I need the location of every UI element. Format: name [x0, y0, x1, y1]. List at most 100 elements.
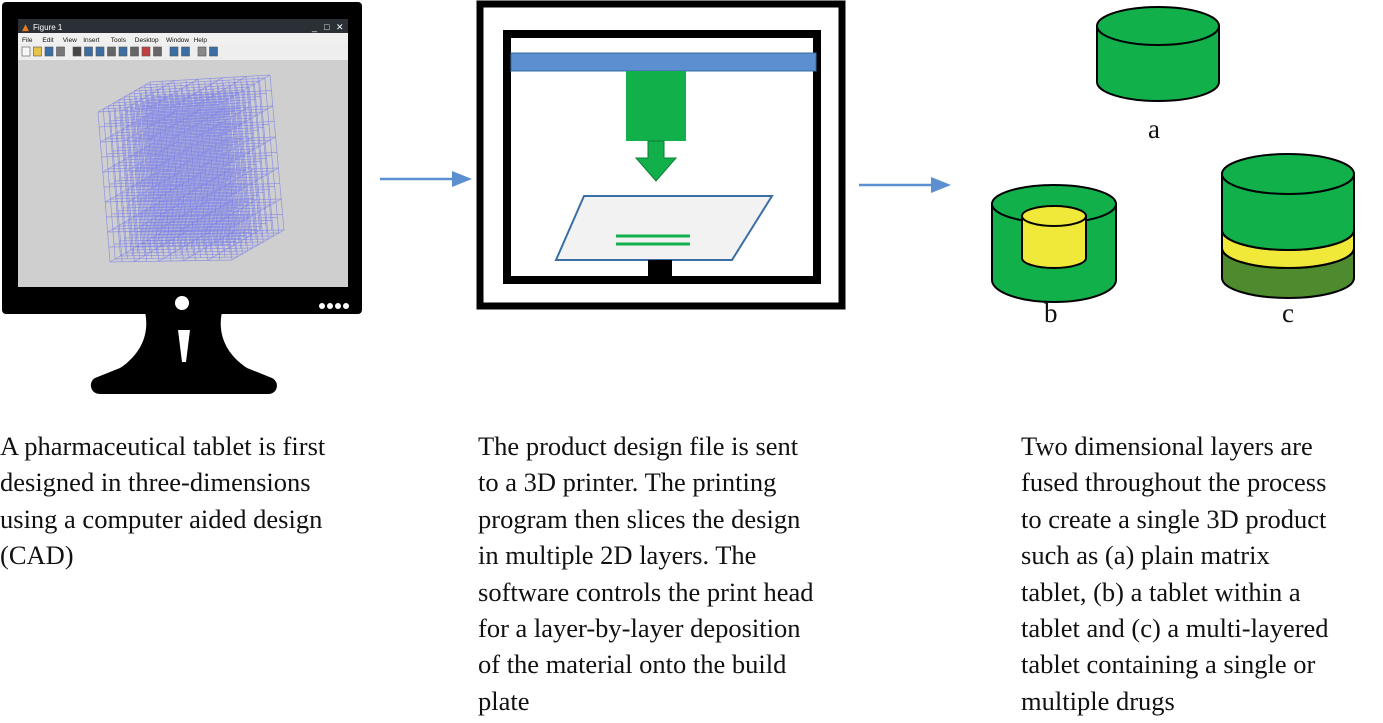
cube-grid-line [194, 87, 208, 241]
cube-grid-line [124, 110, 177, 142]
tablet-c-top-layer [1221, 173, 1355, 251]
tablet-c [1221, 153, 1355, 299]
maximize-button[interactable]: □ [324, 22, 330, 32]
cube-grid-line [188, 90, 203, 244]
cube-grid-line [228, 80, 243, 234]
cube-grid-line [154, 201, 277, 206]
tablet-b-inner-body [1021, 215, 1087, 269]
print-icon[interactable] [56, 46, 65, 57]
link-icon[interactable] [153, 46, 162, 57]
monitor-button-icon [319, 303, 325, 309]
cube-grid-line [231, 229, 285, 261]
cube-grid-line [156, 200, 209, 232]
menu-item-window[interactable]: Window [166, 37, 189, 44]
cube-grid-line [168, 102, 182, 256]
rotate-icon[interactable] [118, 46, 128, 57]
cube-grid-line [269, 74, 285, 231]
caption-step-1: A pharmaceutical tablet is first designe… [0, 431, 326, 571]
window-title-bar [18, 19, 348, 33]
cube-grid-line [145, 78, 199, 110]
tablet-b [991, 184, 1117, 303]
cube-grid-line [144, 77, 265, 86]
cube-grid-line [149, 204, 271, 209]
cube-grid-line [223, 136, 276, 168]
cube-grid-line [221, 77, 236, 231]
cube-grid-line [185, 98, 200, 252]
brush-icon[interactable] [141, 46, 151, 57]
label-a: a [1148, 114, 1160, 144]
cube-grid-line [175, 138, 228, 170]
open-folder-icon[interactable] [33, 46, 42, 57]
cube-grid-line [107, 201, 160, 233]
cube-grid-line [177, 169, 231, 200]
cube-grid-line [151, 170, 274, 176]
cube-grid-line [147, 189, 270, 194]
close-button[interactable]: ✕ [336, 22, 344, 32]
cube-grid-line [199, 137, 252, 169]
zoom-in-icon[interactable] [84, 46, 93, 57]
cube-grid-line [183, 93, 198, 247]
cube-grid-line [146, 173, 269, 179]
menu-item-help[interactable]: Help [194, 37, 208, 44]
cube-grid-line [173, 99, 187, 253]
cube-grid-line [193, 76, 247, 107]
cube-grid-line [157, 108, 172, 262]
cube-grid-line [233, 77, 248, 231]
cube-grid-line [209, 78, 224, 232]
menu-item-view[interactable]: View [63, 37, 77, 44]
colorbar-icon[interactable] [169, 46, 179, 57]
cube-grid-line [158, 183, 280, 188]
cube-grid-line [146, 238, 269, 242]
caption-step-2: The product design file is sent to a 3D … [478, 431, 814, 716]
cube-grid-line [180, 199, 233, 231]
cube-grid-line [180, 101, 194, 255]
cube-grid-line [131, 201, 185, 232]
menu-item-file[interactable]: File [22, 37, 33, 44]
cube-grid-line [153, 170, 206, 201]
cube-grid-line [158, 230, 211, 262]
monitor-button-icon [335, 303, 341, 309]
menu-bar [18, 33, 348, 44]
print-head [626, 71, 686, 141]
cube-grid-line [100, 111, 153, 143]
data-cursor-icon[interactable] [130, 46, 139, 57]
cube-grid-line [196, 106, 249, 138]
new-file-icon[interactable] [21, 46, 31, 57]
cube-grid-line [102, 141, 155, 173]
tablet-a-body [1096, 25, 1220, 102]
cube-grid-line [120, 253, 243, 257]
save-icon[interactable] [44, 46, 54, 57]
stand-highlight [178, 330, 190, 362]
plate-support [648, 260, 672, 276]
nozzle-arrow-icon [634, 140, 678, 182]
cube-grid-line [264, 77, 280, 234]
menu-items: File Edit View Insert Tools Desktop Window Help [22, 37, 207, 44]
menu-item-insert[interactable]: Insert [83, 37, 99, 44]
arrow-head-icon [931, 177, 951, 193]
cube-grid-line [252, 78, 267, 234]
build-plate [554, 195, 774, 261]
printer-frame-outer [476, 0, 846, 310]
arrow-2 [859, 177, 951, 193]
show-plot-icon[interactable] [209, 46, 218, 57]
menu-item-tools[interactable]: Tools [111, 37, 127, 44]
tablet-a-top [1096, 6, 1220, 46]
cube-grid-line [169, 77, 223, 109]
pan-icon[interactable] [107, 46, 116, 57]
menu-item-edit[interactable]: Edit [42, 37, 53, 44]
pointer-icon[interactable] [72, 46, 82, 57]
cube-grid-line [240, 79, 255, 234]
hide-plot-icon[interactable] [197, 46, 207, 57]
matlab-logo-icon: ▲ [22, 23, 29, 33]
zoom-out-icon[interactable] [95, 46, 105, 57]
minimize-button[interactable]: _ [311, 22, 318, 32]
cube-grid-line [257, 75, 273, 231]
cube-grid-line [97, 81, 151, 113]
menu-item-desktop[interactable]: Desktop [135, 37, 159, 44]
cube-grid-line [174, 104, 189, 258]
legend-icon[interactable] [181, 46, 190, 57]
printer-gantry [510, 52, 817, 72]
cube-grid-line [121, 80, 175, 111]
